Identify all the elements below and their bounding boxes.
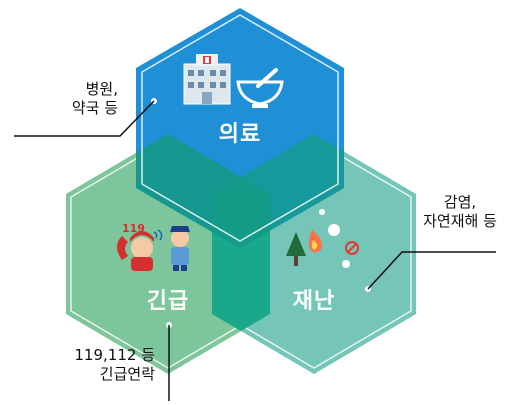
emergency-callout-line <box>166 322 172 401</box>
medical-disaster-overlap <box>212 134 344 248</box>
mortar-pestle-icon <box>236 68 284 108</box>
medical-title: 의료 <box>218 122 262 147</box>
disaster-callout-line-2: 자연재해 등 <box>423 212 497 230</box>
medical-callout: 병원, 약국 등 <box>20 80 118 118</box>
disaster-callout-line-1: 감염, <box>443 193 477 211</box>
disaster-title: 재난 <box>292 289 336 314</box>
emergency-callout-line-1: 119,112 등 <box>74 346 155 364</box>
wildfire-virus-icon <box>286 209 359 268</box>
disaster-callout-line <box>365 251 496 292</box>
medical-callout-line-1: 병원, <box>85 80 118 98</box>
emergency-icon-number: 119 <box>122 222 145 235</box>
hospital-icon <box>183 54 231 105</box>
emergency-callout: 119,112 등 긴급연락 <box>20 346 155 384</box>
medical-callout-line <box>14 98 157 137</box>
medical-hexagon-outline <box>141 14 339 242</box>
firefighter-police-icon: 119 <box>117 222 190 271</box>
emergency-title: 긴급 <box>146 289 190 314</box>
emergency-callout-line-2: 긴급연락 <box>99 365 155 383</box>
disaster-callout: 감염, 자연재해 등 <box>400 193 520 231</box>
medical-callout-line-2: 약국 등 <box>71 99 118 117</box>
